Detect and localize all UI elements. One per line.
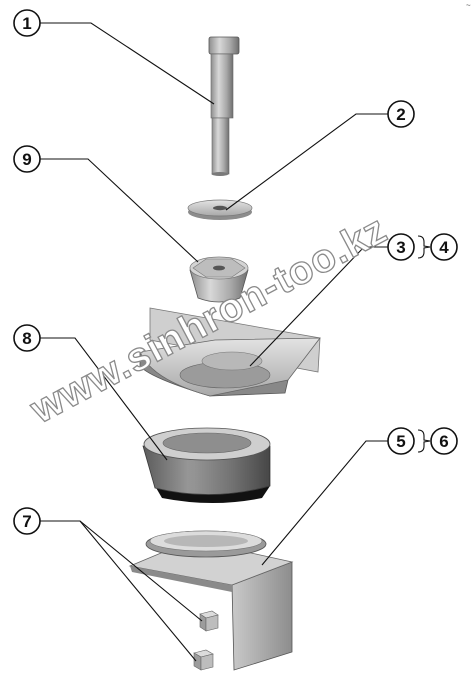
callout-4: 4 [430, 233, 458, 261]
callout-3: 3 [387, 233, 415, 261]
callout-6-label: 6 [439, 432, 448, 451]
callout-2: 2 [387, 100, 415, 128]
washer-part [187, 199, 253, 220]
leader-lines [40, 22, 388, 662]
callout-1-label: 1 [22, 14, 31, 33]
callout-5-label: 5 [396, 432, 405, 451]
fastener-cube-upper [199, 610, 219, 632]
callout-7: 7 [13, 507, 41, 535]
callout-4-label: 4 [439, 238, 449, 257]
bracket-part [128, 530, 294, 671]
nut-part [189, 256, 249, 303]
mount-ring-part [142, 427, 271, 503]
callout-8: 8 [13, 324, 41, 352]
corner-mark: ~ [466, 1, 471, 10]
pair-brackets [417, 235, 431, 453]
callout-9-label: 9 [22, 150, 31, 169]
watermark-text: www.sinhron-too.kz [23, 207, 395, 432]
callout-5: 5 [387, 427, 415, 455]
top-plate-part [139, 307, 321, 397]
fastener-cube-lower [193, 649, 214, 671]
bolt-part [208, 36, 240, 176]
callout-6: 6 [430, 427, 458, 455]
callout-7-label: 7 [22, 512, 31, 531]
callout-2-label: 2 [396, 105, 405, 124]
callout-3-label: 3 [396, 238, 405, 257]
callout-9: 9 [13, 145, 41, 173]
callout-1: 1 [13, 9, 41, 37]
callout-8-label: 8 [22, 329, 31, 348]
